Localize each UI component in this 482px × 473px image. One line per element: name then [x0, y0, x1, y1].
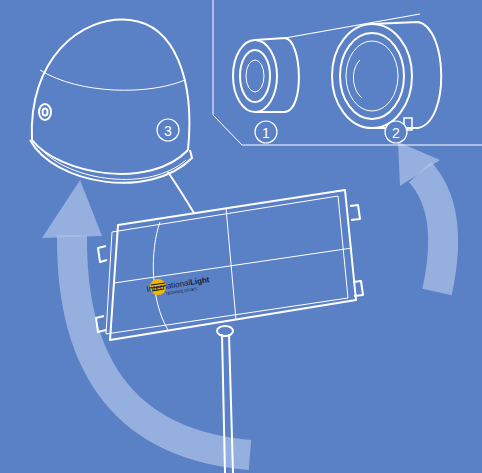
logo-text: Light: [189, 275, 210, 287]
sensor-housing: [96, 190, 363, 473]
callout-circle: [157, 119, 179, 141]
panel-divider: [213, 0, 482, 145]
callout-number: 2: [392, 126, 400, 140]
callout-circle: [255, 121, 277, 143]
callout-circle: [385, 121, 407, 143]
dome-diffuser: [30, 20, 205, 232]
callout-number: 1: [262, 126, 270, 140]
callout-number: 3: [164, 124, 172, 138]
lens-adapter-large: [332, 22, 441, 130]
flow-arrow: [72, 172, 443, 455]
